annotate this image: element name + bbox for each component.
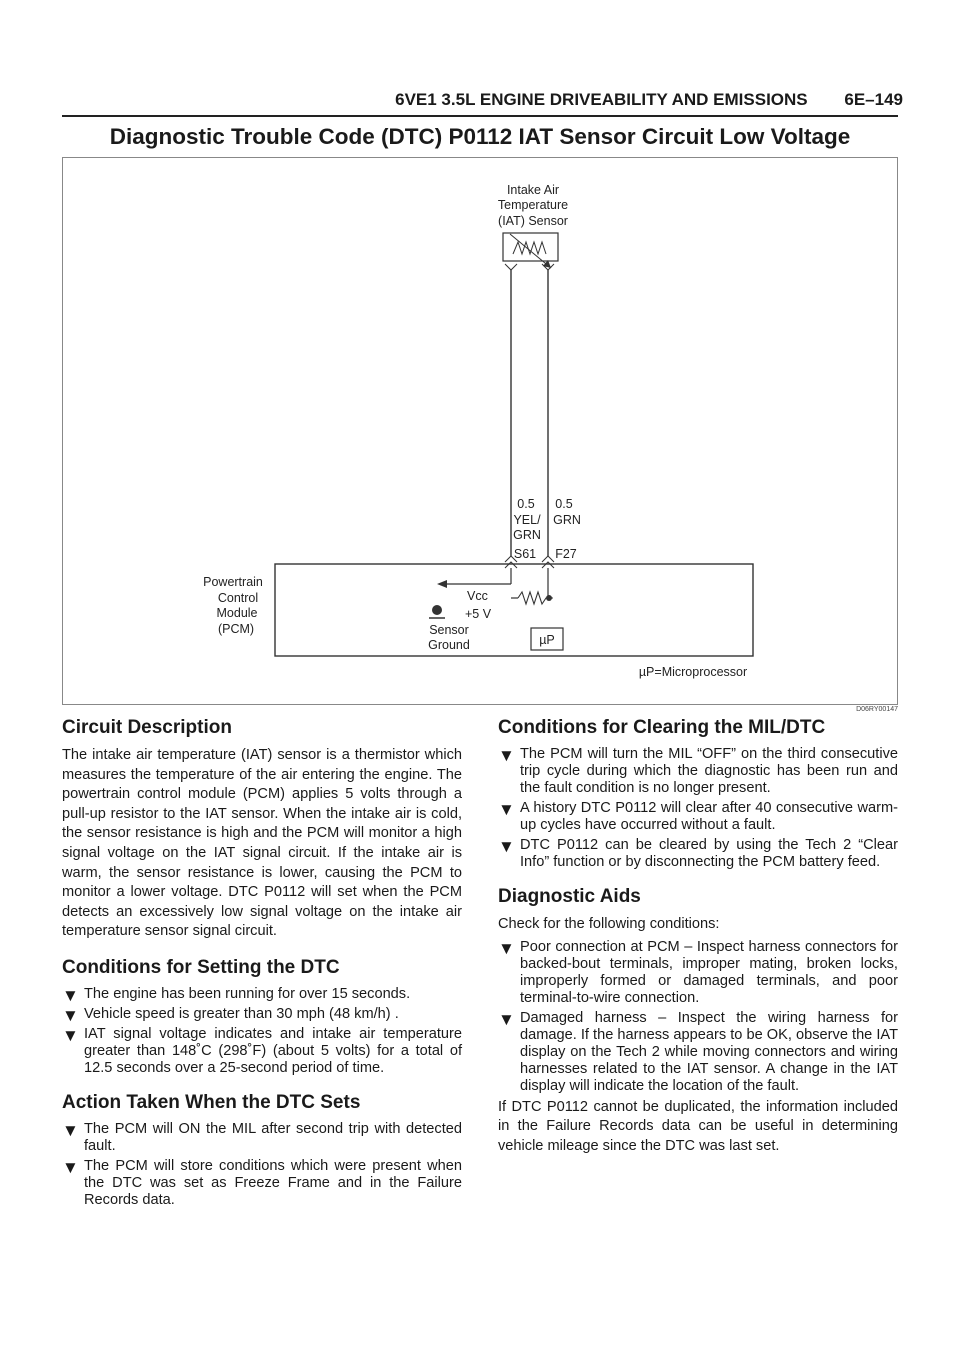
list-item: ▼Poor connection at PCM – Inspect harnes…	[498, 938, 898, 1006]
diagnostic-aids-closing: If DTC P0112 cannot be duplicated, the i…	[498, 1098, 898, 1154]
list-item: ▼The PCM will store conditions which wer…	[62, 1157, 462, 1208]
wire1-color-1: YEL/	[513, 513, 541, 527]
header-rule	[62, 115, 898, 117]
pcm-label-2: Control	[218, 591, 258, 605]
list-item: ▼Vehicle speed is greater than 30 mph (4…	[62, 1005, 399, 1025]
bullet-icon: ▼	[498, 746, 515, 765]
bullet-icon: ▼	[498, 1009, 515, 1029]
page-header: 6VE1 3.5L ENGINE DRIVEABILITY AND EMISSI…	[0, 90, 903, 110]
diagnostic-aids-intro: Check for the following conditions:	[498, 916, 720, 932]
wire1-color-2: GRN	[513, 528, 541, 542]
thermistor-symbol	[512, 240, 547, 256]
bullet-icon: ▼	[62, 1157, 79, 1177]
pcm-connector-1	[504, 555, 518, 563]
conditions-clearing: Conditions for Clearing the MIL/DTC ▼The…	[498, 716, 898, 871]
action-taken: Action Taken When the DTC Sets ▼The PCM …	[62, 1091, 462, 1209]
list-item: ▼The PCM will turn the MIL “OFF” on the …	[498, 746, 898, 796]
figure-id: D06RY00147	[856, 706, 898, 713]
microprocessor-legend: µP=Microprocessor	[639, 665, 747, 679]
sensor-box	[502, 232, 559, 262]
heading-conditions-setting: Conditions for Setting the DTC	[62, 956, 340, 978]
list-item: ▼Damaged harness – Inspect the wiring ha…	[498, 1009, 898, 1094]
bullet-icon: ▼	[498, 938, 515, 958]
bullet-icon: ▼	[62, 985, 79, 1005]
bullet-icon: ▼	[62, 1005, 79, 1025]
list-item: ▼The engine has been running for over 15…	[62, 985, 411, 1005]
thermistor-arrowhead	[543, 260, 551, 268]
wire1-size: 0.5	[517, 497, 534, 511]
volts-label: +5 V	[465, 607, 492, 621]
wire2-color: GRN	[553, 513, 581, 527]
ground-label-1: Sensor	[429, 623, 469, 637]
wiring-diagram: Intake Air Temperature (IAT) Sensor 0.5 …	[62, 157, 898, 705]
left-column: Circuit Description The intake air tempe…	[62, 716, 462, 1223]
bullet-icon: ▼	[62, 1120, 79, 1140]
pcm-box	[274, 563, 754, 657]
ground-icon	[432, 605, 442, 615]
wiring-diagram-svg: Intake Air Temperature (IAT) Sensor 0.5 …	[203, 183, 754, 679]
ground-label-2: Ground	[428, 638, 470, 652]
pcm-connector-2b	[541, 561, 555, 569]
vcc-label: Vcc	[467, 589, 488, 603]
header-section: 6VE1 3.5L ENGINE DRIVEABILITY AND EMISSI…	[395, 90, 808, 109]
circuit-description: Circuit Description The intake air tempe…	[62, 716, 462, 942]
diagnostic-aids: Diagnostic Aids Check for the following …	[498, 885, 898, 1156]
heading-action-taken: Action Taken When the DTC Sets	[62, 1091, 361, 1113]
heading-conditions-clearing: Conditions for Clearing the MIL/DTC	[498, 717, 826, 738]
pcm-label-3: Module	[217, 606, 258, 620]
wire2-size: 0.5	[555, 497, 572, 511]
heading-diagnostic-aids: Diagnostic Aids	[498, 886, 641, 907]
pin-s61: S61	[514, 547, 536, 561]
sensor-label-3: (IAT) Sensor	[498, 214, 568, 228]
microprocessor-label: µP	[539, 633, 555, 647]
list-item: ▼The PCM will ON the MIL after second tr…	[62, 1120, 462, 1154]
pcm-label-1: Powertrain	[203, 575, 263, 589]
pcm-connector-1b	[504, 561, 518, 569]
resistor-node	[546, 595, 552, 601]
heading-circuit-description: Circuit Description	[62, 717, 232, 738]
page-number: 6E–149	[844, 90, 903, 109]
circuit-description-text: The intake air temperature (IAT) sensor …	[62, 747, 462, 940]
sensor-label-1: Intake Air	[507, 183, 559, 197]
page-title: Diagnostic Trouble Code (DTC) P0112 IAT …	[109, 124, 851, 149]
list-item: ▼IAT signal voltage indicates and intake…	[62, 1025, 462, 1076]
pcm-label-4: (PCM)	[218, 622, 254, 636]
sensor-terminal-1	[504, 263, 518, 271]
conditions-setting: Conditions for Setting the DTC ▼The engi…	[62, 956, 462, 1077]
bullet-icon: ▼	[62, 1025, 79, 1045]
microprocessor-box	[530, 627, 564, 651]
pull-up-resistor	[517, 590, 553, 606]
list-item: ▼DTC P0112 can be cleared by using the T…	[498, 837, 898, 870]
vcc-arrow	[437, 580, 447, 588]
thermistor-arrow	[509, 233, 552, 269]
sensor-label-2: Temperature	[498, 198, 568, 212]
bullet-icon: ▼	[498, 800, 515, 819]
right-column: Conditions for Clearing the MIL/DTC ▼The…	[498, 716, 898, 1170]
list-item: ▼A history DTC P0112 will clear after 40…	[498, 800, 898, 833]
pin-f27: F27	[555, 547, 577, 561]
pcm-connector-2	[541, 555, 555, 563]
bullet-icon: ▼	[498, 837, 515, 856]
